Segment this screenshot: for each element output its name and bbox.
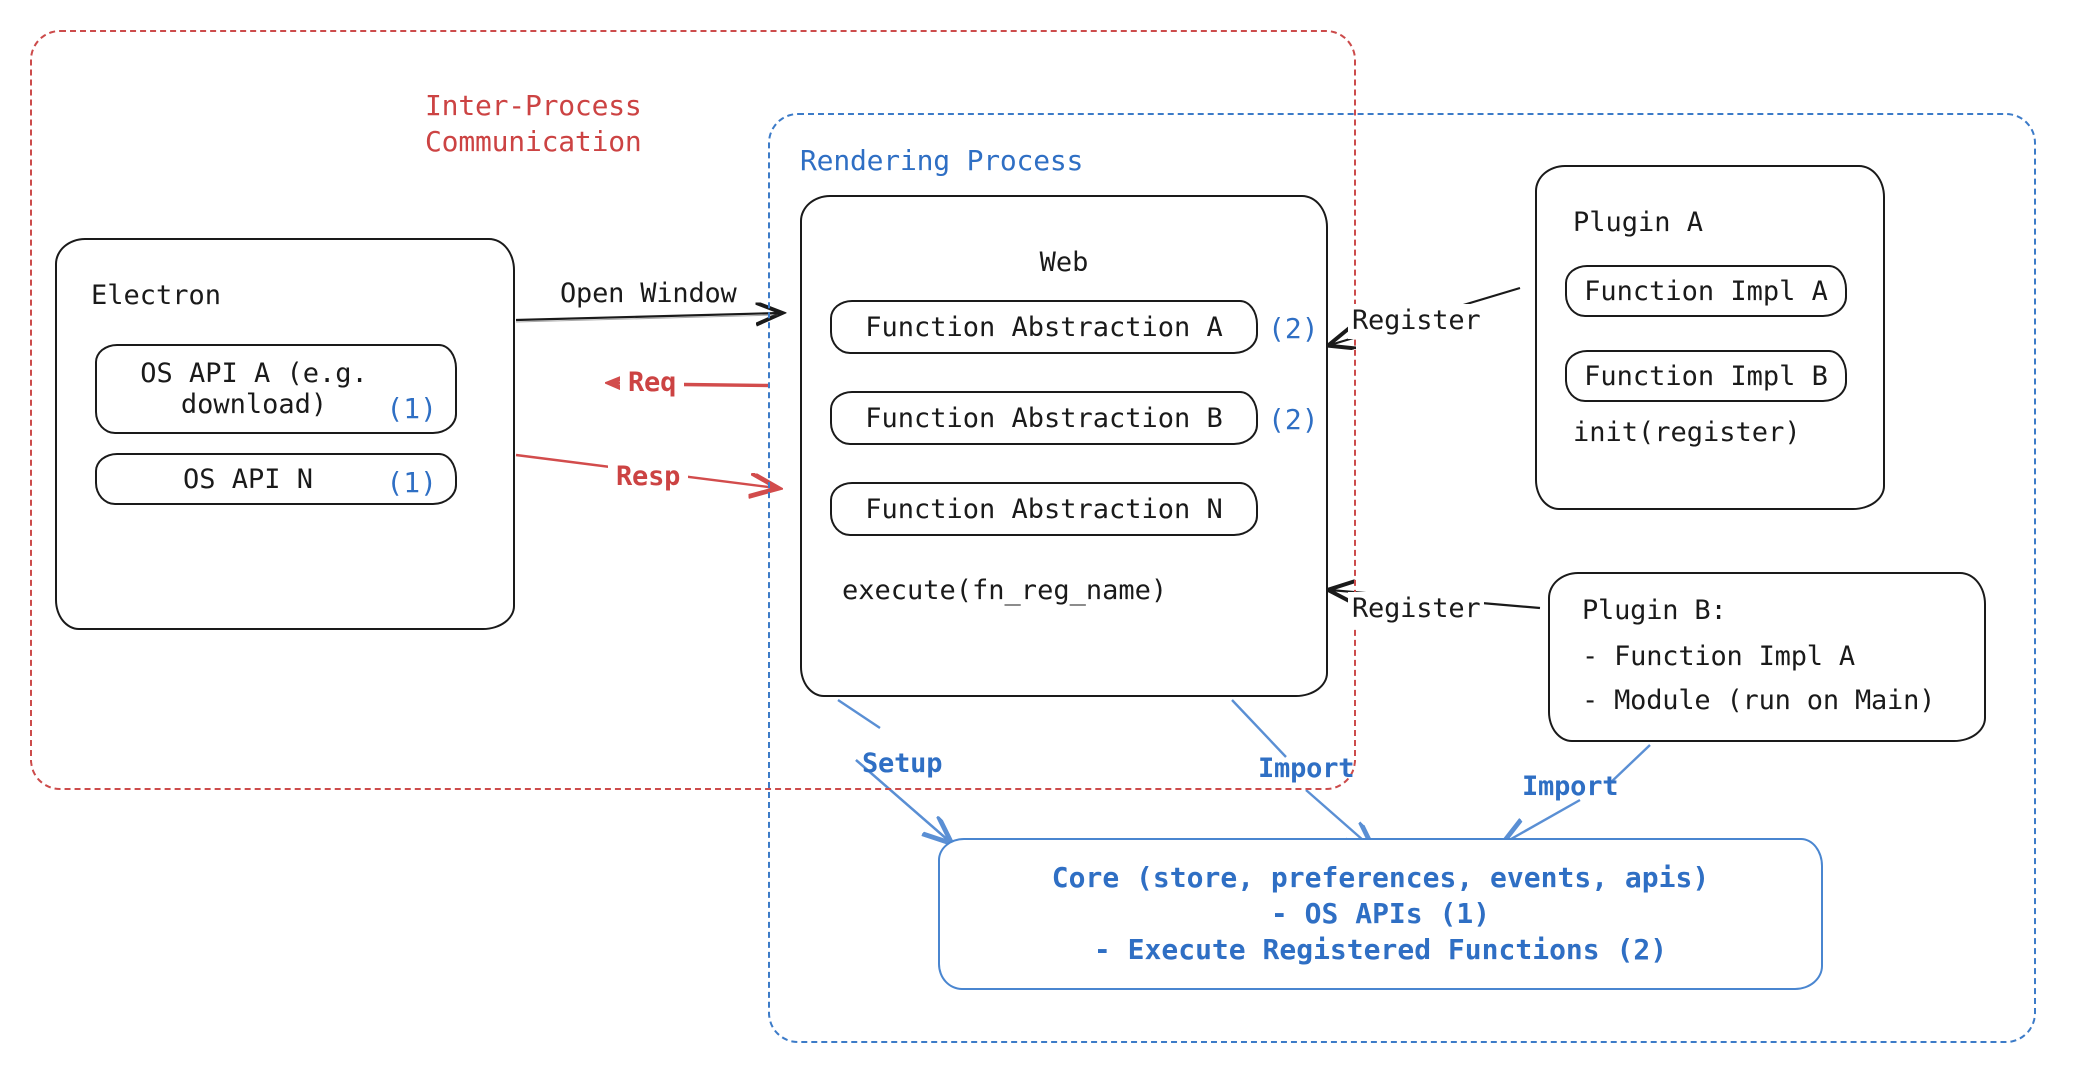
node-plugin-b: Plugin B: - Function Impl A - Module (ru… (1548, 572, 1986, 742)
web-item-function-abstraction-a-label: Function Abstraction A (865, 311, 1223, 343)
node-web: Web Function Abstraction A (2) Function … (800, 195, 1328, 697)
node-electron: Electron OS API A (e.g. download) (1) OS… (55, 238, 515, 630)
plugin-a-item-function-impl-b[interactable]: Function Impl B (1565, 350, 1847, 402)
web-item-function-abstraction-n[interactable]: Function Abstraction N (830, 482, 1258, 536)
plugin-a-item-function-impl-a[interactable]: Function Impl A (1565, 265, 1847, 317)
plugin-a-footer-init: init(register) (1573, 417, 1801, 448)
edge-label-open-window: Open Window (560, 278, 737, 309)
label-inter-process-communication: Inter-Process Communication (425, 89, 642, 158)
container-rendering-process (768, 113, 2036, 1043)
web-footer-execute: execute(fn_reg_name) (842, 575, 1168, 606)
plugin-a-title: Plugin A (1573, 207, 1704, 238)
plugin-b-line-title: Plugin B: (1582, 595, 1727, 626)
core-line-os-apis: - OS APIs (1) (1270, 897, 1491, 930)
electron-item-os-api-n[interactable]: OS API N (1) (95, 453, 457, 505)
edge-label-import-plugin-b: Import (1522, 771, 1619, 802)
web-item-function-abstraction-a-marker: (2) (1268, 312, 1319, 345)
plugin-a-item-function-impl-a-label: Function Impl A (1584, 275, 1828, 307)
container-inter-process-communication (30, 30, 1356, 790)
edge-label-import-web: Import (1258, 753, 1355, 784)
web-item-function-abstraction-b-marker: (2) (1268, 403, 1319, 436)
electron-item-os-api-n-label: OS API N (182, 463, 314, 495)
edge-label-req: Req (620, 366, 685, 401)
core-line-main: Core (store, preferences, events, apis) (1051, 861, 1710, 894)
plugin-b-line-module: - Module (run on Main) (1582, 685, 1936, 716)
node-core: Core (store, preferences, events, apis) … (938, 838, 1823, 990)
electron-item-os-api-a[interactable]: OS API A (e.g. download) (1) (95, 344, 457, 434)
web-item-function-abstraction-n-label: Function Abstraction N (865, 493, 1223, 525)
edge-label-register-plugin-b: Register (1348, 592, 1485, 627)
edge-label-resp: Resp (608, 460, 689, 495)
edge-label-register-plugin-a: Register (1348, 304, 1485, 339)
web-item-function-abstraction-b-label: Function Abstraction B (865, 402, 1223, 434)
core-line-execute-registered: - Execute Registered Functions (2) (1093, 933, 1668, 966)
web-title: Web (1039, 247, 1089, 278)
electron-item-os-api-a-marker: (1) (386, 392, 437, 425)
plugin-b-line-function-impl-a: - Function Impl A (1582, 641, 1855, 672)
plugin-a-item-function-impl-b-label: Function Impl B (1584, 360, 1828, 392)
electron-title: Electron (91, 280, 222, 311)
node-plugin-a: Plugin A Function Impl A Function Impl B… (1535, 165, 1885, 510)
label-rendering-process: Rendering Process (800, 144, 1084, 177)
edge-label-setup: Setup (862, 748, 943, 779)
electron-item-os-api-a-label: OS API A (e.g. download) (140, 358, 368, 420)
web-item-function-abstraction-a[interactable]: Function Abstraction A (830, 300, 1258, 354)
web-item-function-abstraction-b[interactable]: Function Abstraction B (830, 391, 1258, 445)
electron-item-os-api-n-marker: (1) (386, 466, 437, 499)
